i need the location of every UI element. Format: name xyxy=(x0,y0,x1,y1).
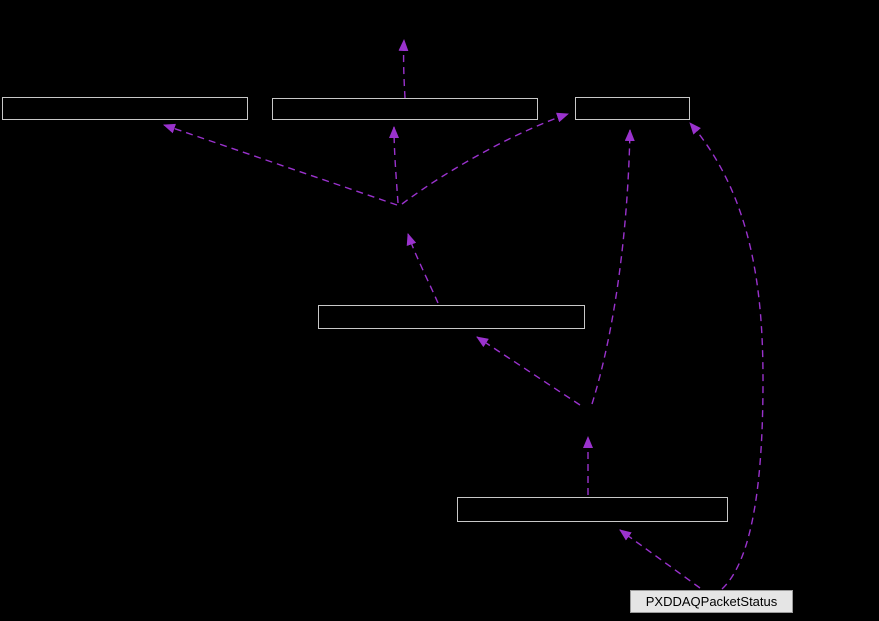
graph-node-lower[interactable] xyxy=(457,497,728,522)
edge-junction1-topmiddle xyxy=(389,126,400,204)
edge-junction1-topleft xyxy=(163,123,398,206)
edge-junction2-topright xyxy=(591,129,635,405)
graph-node-pxddaqpacketstatus[interactable]: PXDDAQPacketStatus xyxy=(630,590,793,613)
graph-node-middle[interactable] xyxy=(318,305,585,329)
graph-node-top-left[interactable] xyxy=(2,97,248,120)
edge-junction1-topright xyxy=(401,112,569,205)
edge-packetstatus-lower xyxy=(619,529,701,589)
edge-middle-junction1 xyxy=(406,233,439,304)
edge-junction2-middle xyxy=(476,336,581,406)
edge-topmiddle-up xyxy=(398,39,409,99)
graph-node-top-middle[interactable] xyxy=(272,98,538,120)
edge-packetstatus-topright xyxy=(689,122,764,590)
graph-node-top-right[interactable] xyxy=(575,97,690,120)
